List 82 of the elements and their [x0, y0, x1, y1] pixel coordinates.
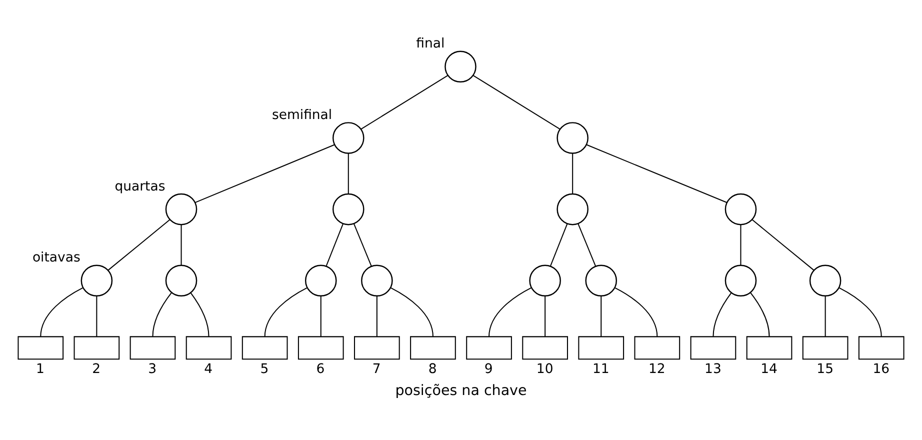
connector: [824, 296, 826, 337]
connector: [544, 296, 546, 337]
connector: [740, 224, 742, 266]
connector: [578, 223, 596, 266]
connector: [600, 296, 602, 337]
node-circle: [556, 122, 588, 154]
node-circle: [724, 193, 757, 226]
node-label: 16: [872, 362, 890, 377]
connector: [390, 287, 434, 337]
node-box: [466, 336, 512, 360]
node-box: [18, 336, 64, 360]
connector: [180, 224, 182, 266]
node-label: oitavas: [32, 250, 80, 266]
connector: [488, 287, 532, 337]
node-label: 4: [204, 362, 213, 377]
node-label: final: [416, 36, 445, 52]
connector: [752, 219, 814, 271]
node-circle: [165, 193, 198, 226]
node-box: [578, 336, 624, 360]
connector: [572, 153, 574, 194]
connector: [152, 292, 172, 337]
connector: [348, 153, 349, 194]
node-label: 1: [36, 362, 44, 377]
node-box: [186, 336, 232, 360]
connector: [750, 292, 770, 337]
node-box: [634, 336, 680, 360]
node-box: [690, 336, 736, 360]
node-box: [130, 336, 176, 360]
connector: [550, 224, 568, 266]
node-circle: [585, 264, 618, 297]
node-label: 9: [484, 362, 493, 377]
node-box: [298, 336, 344, 360]
node-circle: [332, 122, 364, 154]
node-label: 8: [428, 362, 437, 377]
connector: [586, 144, 727, 203]
node-box: [858, 336, 904, 360]
node-label: quartas: [114, 179, 166, 194]
connector: [712, 292, 732, 337]
connector: [326, 224, 344, 266]
connector: [614, 287, 658, 337]
node-circle: [556, 193, 588, 226]
node-label: 5: [260, 362, 269, 377]
node-circle: [80, 264, 113, 297]
node-label: 6: [316, 362, 325, 377]
node-circle: [165, 264, 198, 297]
node-circle: [304, 264, 337, 297]
connector: [376, 296, 378, 337]
node-label: 10: [536, 362, 554, 377]
connector: [96, 296, 98, 337]
connector: [190, 292, 210, 337]
connector: [473, 75, 560, 130]
node-box: [74, 336, 120, 360]
node-label: semifinal: [272, 108, 332, 124]
node-label: 13: [704, 362, 722, 377]
node-box: [802, 336, 848, 360]
node-label: 2: [92, 362, 101, 377]
node-label: 15: [816, 362, 834, 377]
connector: [264, 287, 308, 337]
node-circle: [724, 264, 757, 297]
node-label: 14: [760, 362, 778, 377]
caption: posições na chave: [395, 382, 527, 399]
connector: [108, 219, 170, 271]
connector: [194, 144, 335, 204]
node-circle: [444, 50, 476, 83]
connector: [353, 223, 372, 266]
connector: [40, 287, 84, 337]
connector: [360, 75, 448, 130]
node-circle: [332, 193, 364, 226]
connector: [838, 287, 882, 337]
node-label: 11: [592, 362, 610, 377]
node-box: [242, 336, 288, 360]
connector: [320, 296, 322, 337]
node-box: [354, 336, 400, 360]
node-box: [746, 336, 792, 360]
node-label: 7: [372, 362, 381, 377]
node-box: [522, 336, 568, 360]
node-circle: [529, 264, 561, 297]
node-label: 3: [148, 362, 157, 377]
node-label: 12: [648, 362, 666, 377]
node-circle: [809, 264, 842, 297]
node-box: [410, 336, 456, 360]
node-circle: [361, 264, 393, 297]
